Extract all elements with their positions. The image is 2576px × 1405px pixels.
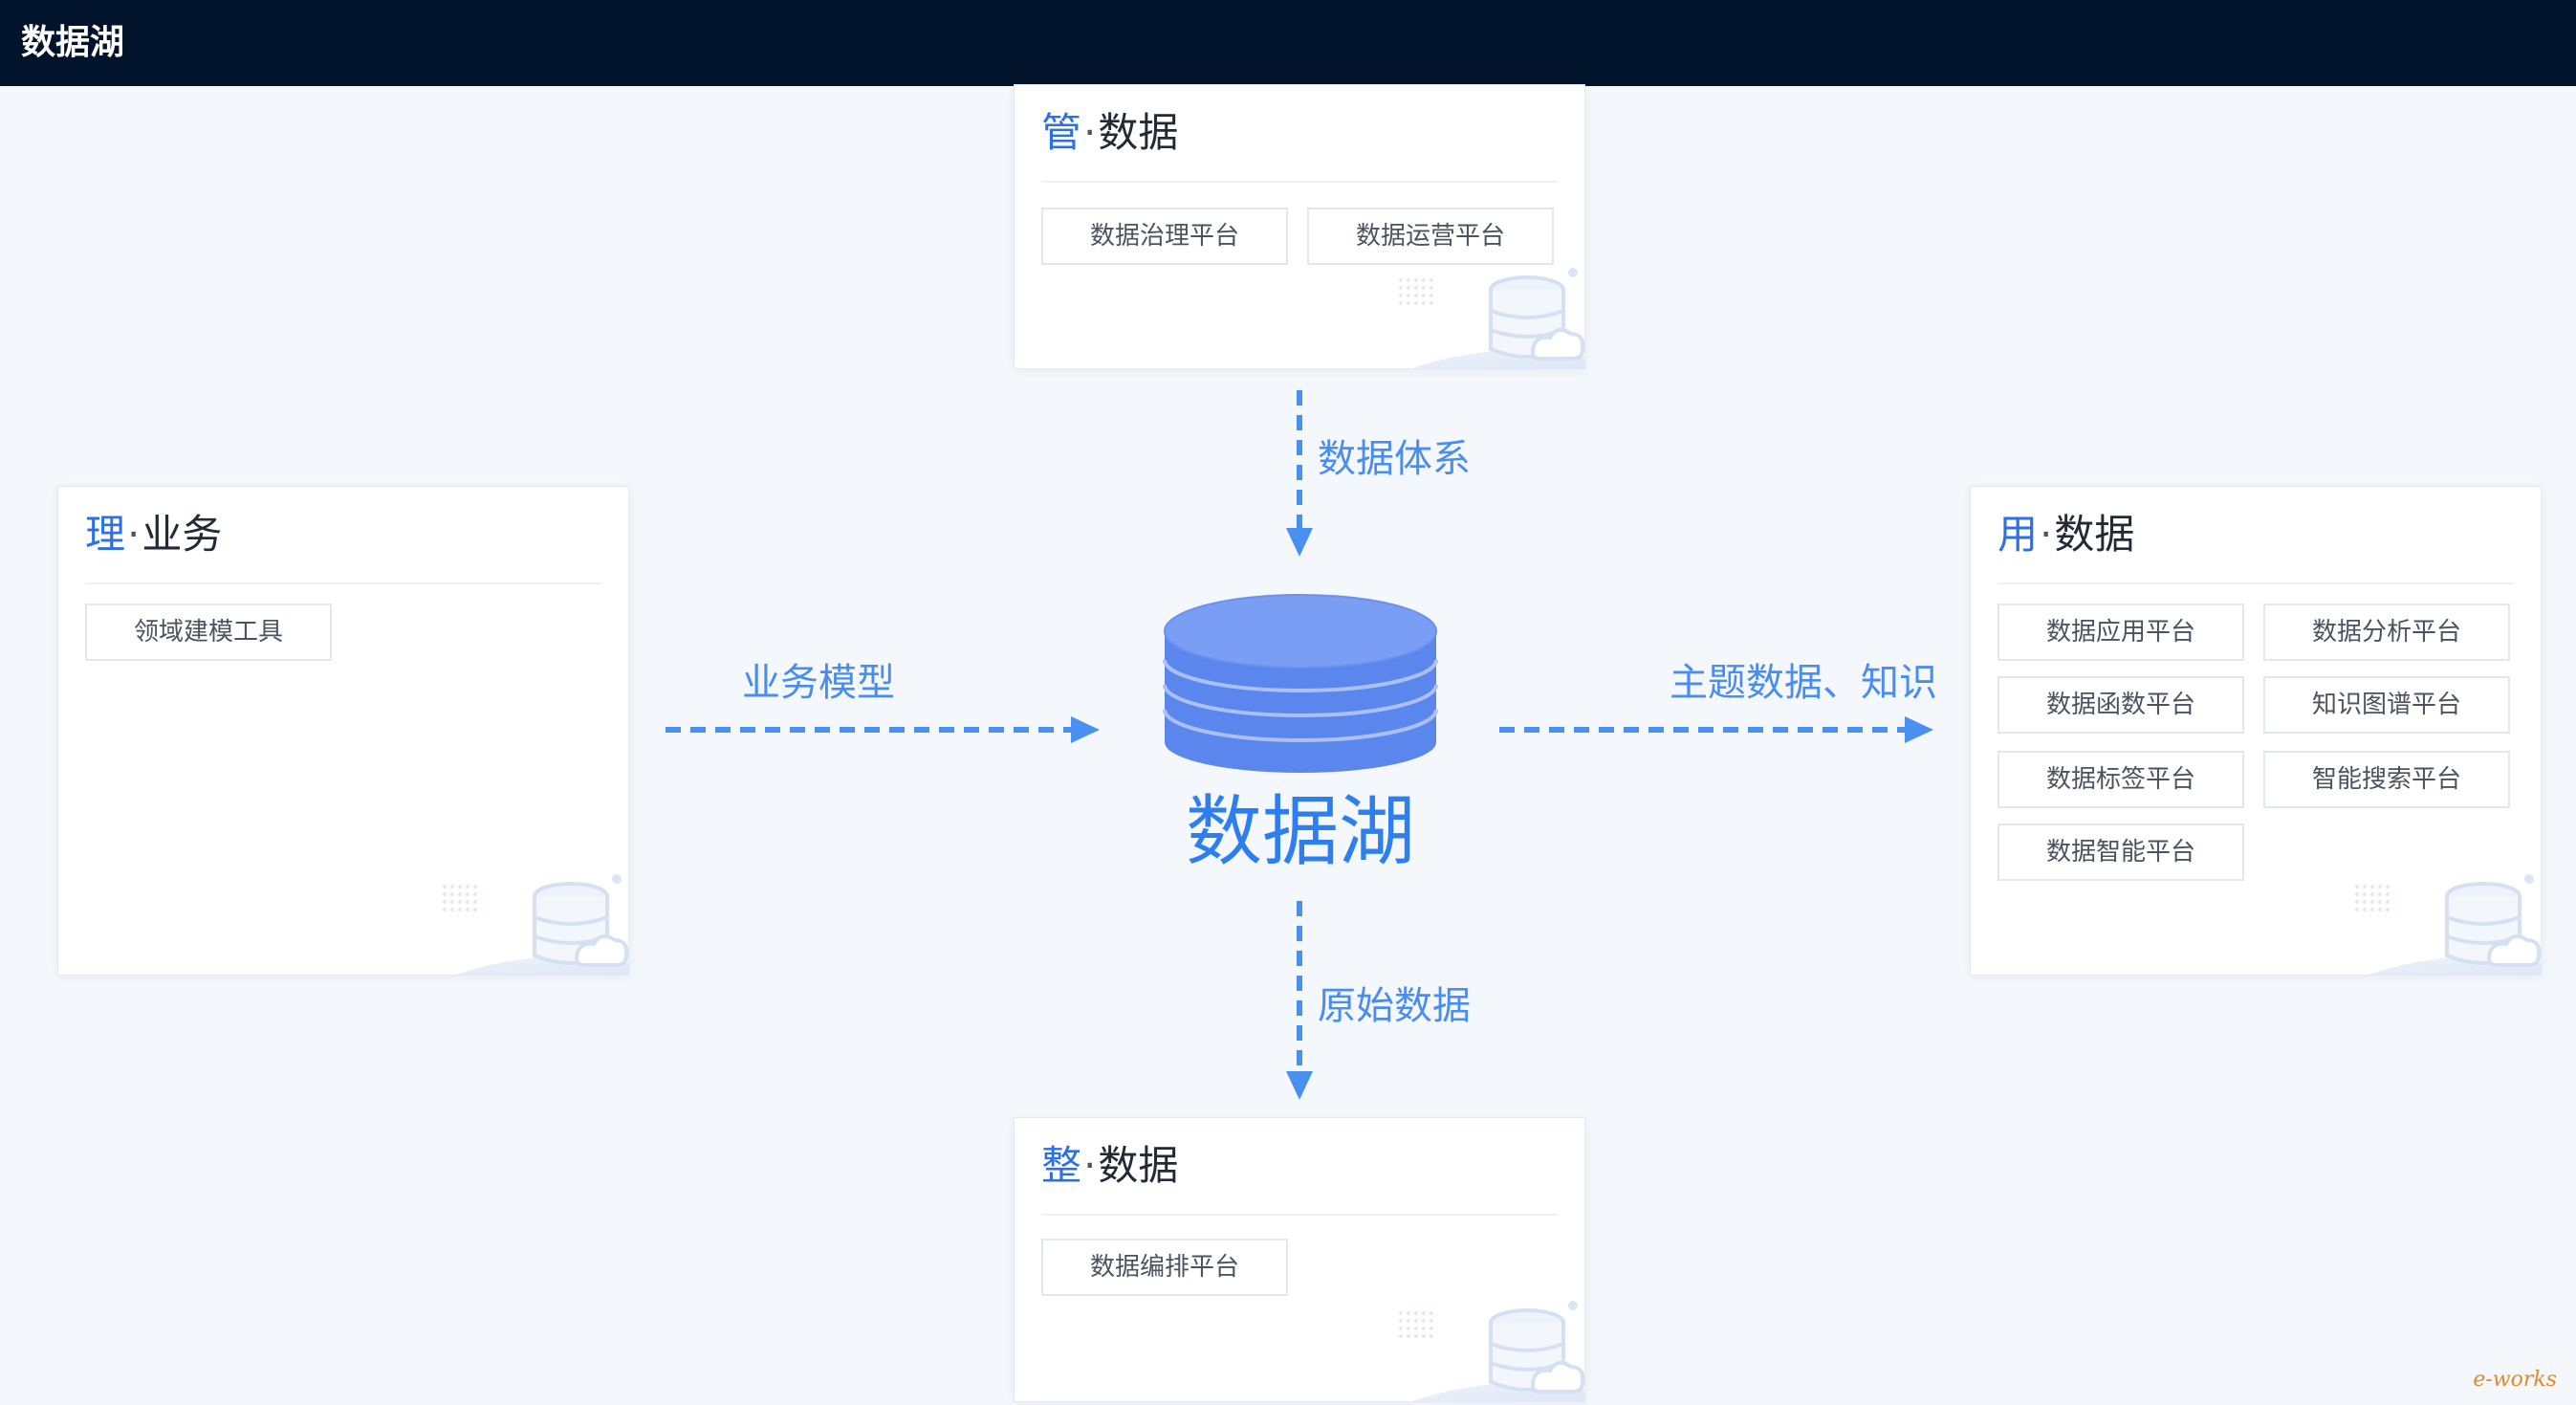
arrow-top-down (1286, 390, 1313, 557)
app-title: 数据湖 (21, 23, 125, 62)
chip-data-tag[interactable]: 数据标签平台 (1997, 751, 2244, 808)
arrow-right-out (1499, 716, 1933, 743)
chip-knowledge-graph[interactable]: 知识图谱平台 (2263, 676, 2510, 734)
chip-data-application[interactable]: 数据应用平台 (1997, 604, 2244, 661)
flow-label-business-model: 业务模型 (742, 661, 895, 705)
card-divider (1997, 582, 2514, 584)
card-title: 用·数据 (1997, 506, 2134, 563)
database-cloud-icon (443, 874, 628, 975)
arrow-bottom-down (1286, 901, 1313, 1100)
card-divider (1041, 181, 1558, 183)
card-business: 理·业务 领域建模工具 (57, 486, 629, 976)
database-cloud-icon (1399, 268, 1584, 368)
card-use-data: 用·数据 数据应用平台 数据分析平台 数据函数平台 知识图谱平台 数据标签平台 … (1970, 486, 2542, 976)
card-title-rest: 数据 (1098, 1142, 1179, 1189)
card-title-accent: 管 (1041, 109, 1082, 156)
card-divider (85, 582, 601, 584)
card-title: 理·业务 (85, 506, 222, 563)
top-bar: 数据湖 (0, 0, 2576, 86)
chip-data-governance[interactable]: 数据治理平台 (1041, 208, 1288, 265)
card-organize-data: 整·数据 数据编排平台 (1014, 1117, 1585, 1402)
card-title: 整·数据 (1041, 1137, 1178, 1195)
card-title-rest: 数据 (2054, 511, 2135, 558)
card-title-separator: · (127, 511, 141, 558)
chip-smart-search[interactable]: 智能搜索平台 (2263, 751, 2510, 808)
database-cloud-icon (2355, 874, 2541, 975)
watermark-logo: e-works (2473, 1368, 2557, 1392)
card-title-separator: · (1083, 109, 1097, 156)
card-manage-data: 管·数据 数据治理平台 数据运营平台 (1014, 84, 1585, 369)
chip-data-orchestration[interactable]: 数据编排平台 (1041, 1239, 1288, 1296)
card-title-rest: 业务 (142, 511, 223, 558)
flow-label-data-system: 数据体系 (1318, 437, 1471, 481)
data-lake-title: 数据湖 (1186, 787, 1415, 876)
card-title-separator: · (2040, 511, 2053, 558)
card-title: 管·数据 (1041, 104, 1178, 162)
chip-data-analysis[interactable]: 数据分析平台 (2263, 604, 2510, 661)
chip-data-operations[interactable]: 数据运营平台 (1307, 208, 1554, 265)
card-title-separator: · (1083, 1142, 1097, 1189)
arrow-left-right (666, 716, 1100, 743)
chip-domain-modeling[interactable]: 领域建模工具 (85, 604, 332, 661)
card-title-accent: 用 (1997, 511, 2039, 558)
card-title-rest: 数据 (1098, 109, 1179, 156)
card-title-accent: 理 (85, 511, 126, 558)
flow-label-raw-data: 原始数据 (1318, 984, 1471, 1028)
flow-label-topic-data-knowledge: 主题数据、知识 (1670, 661, 1937, 705)
chip-data-intelligence[interactable]: 数据智能平台 (1997, 823, 2244, 881)
database-cloud-icon (1399, 1301, 1584, 1401)
database-icon (1163, 594, 1438, 773)
chip-data-function[interactable]: 数据函数平台 (1997, 676, 2244, 734)
card-divider (1041, 1214, 1558, 1216)
card-title-accent: 整 (1041, 1142, 1082, 1189)
